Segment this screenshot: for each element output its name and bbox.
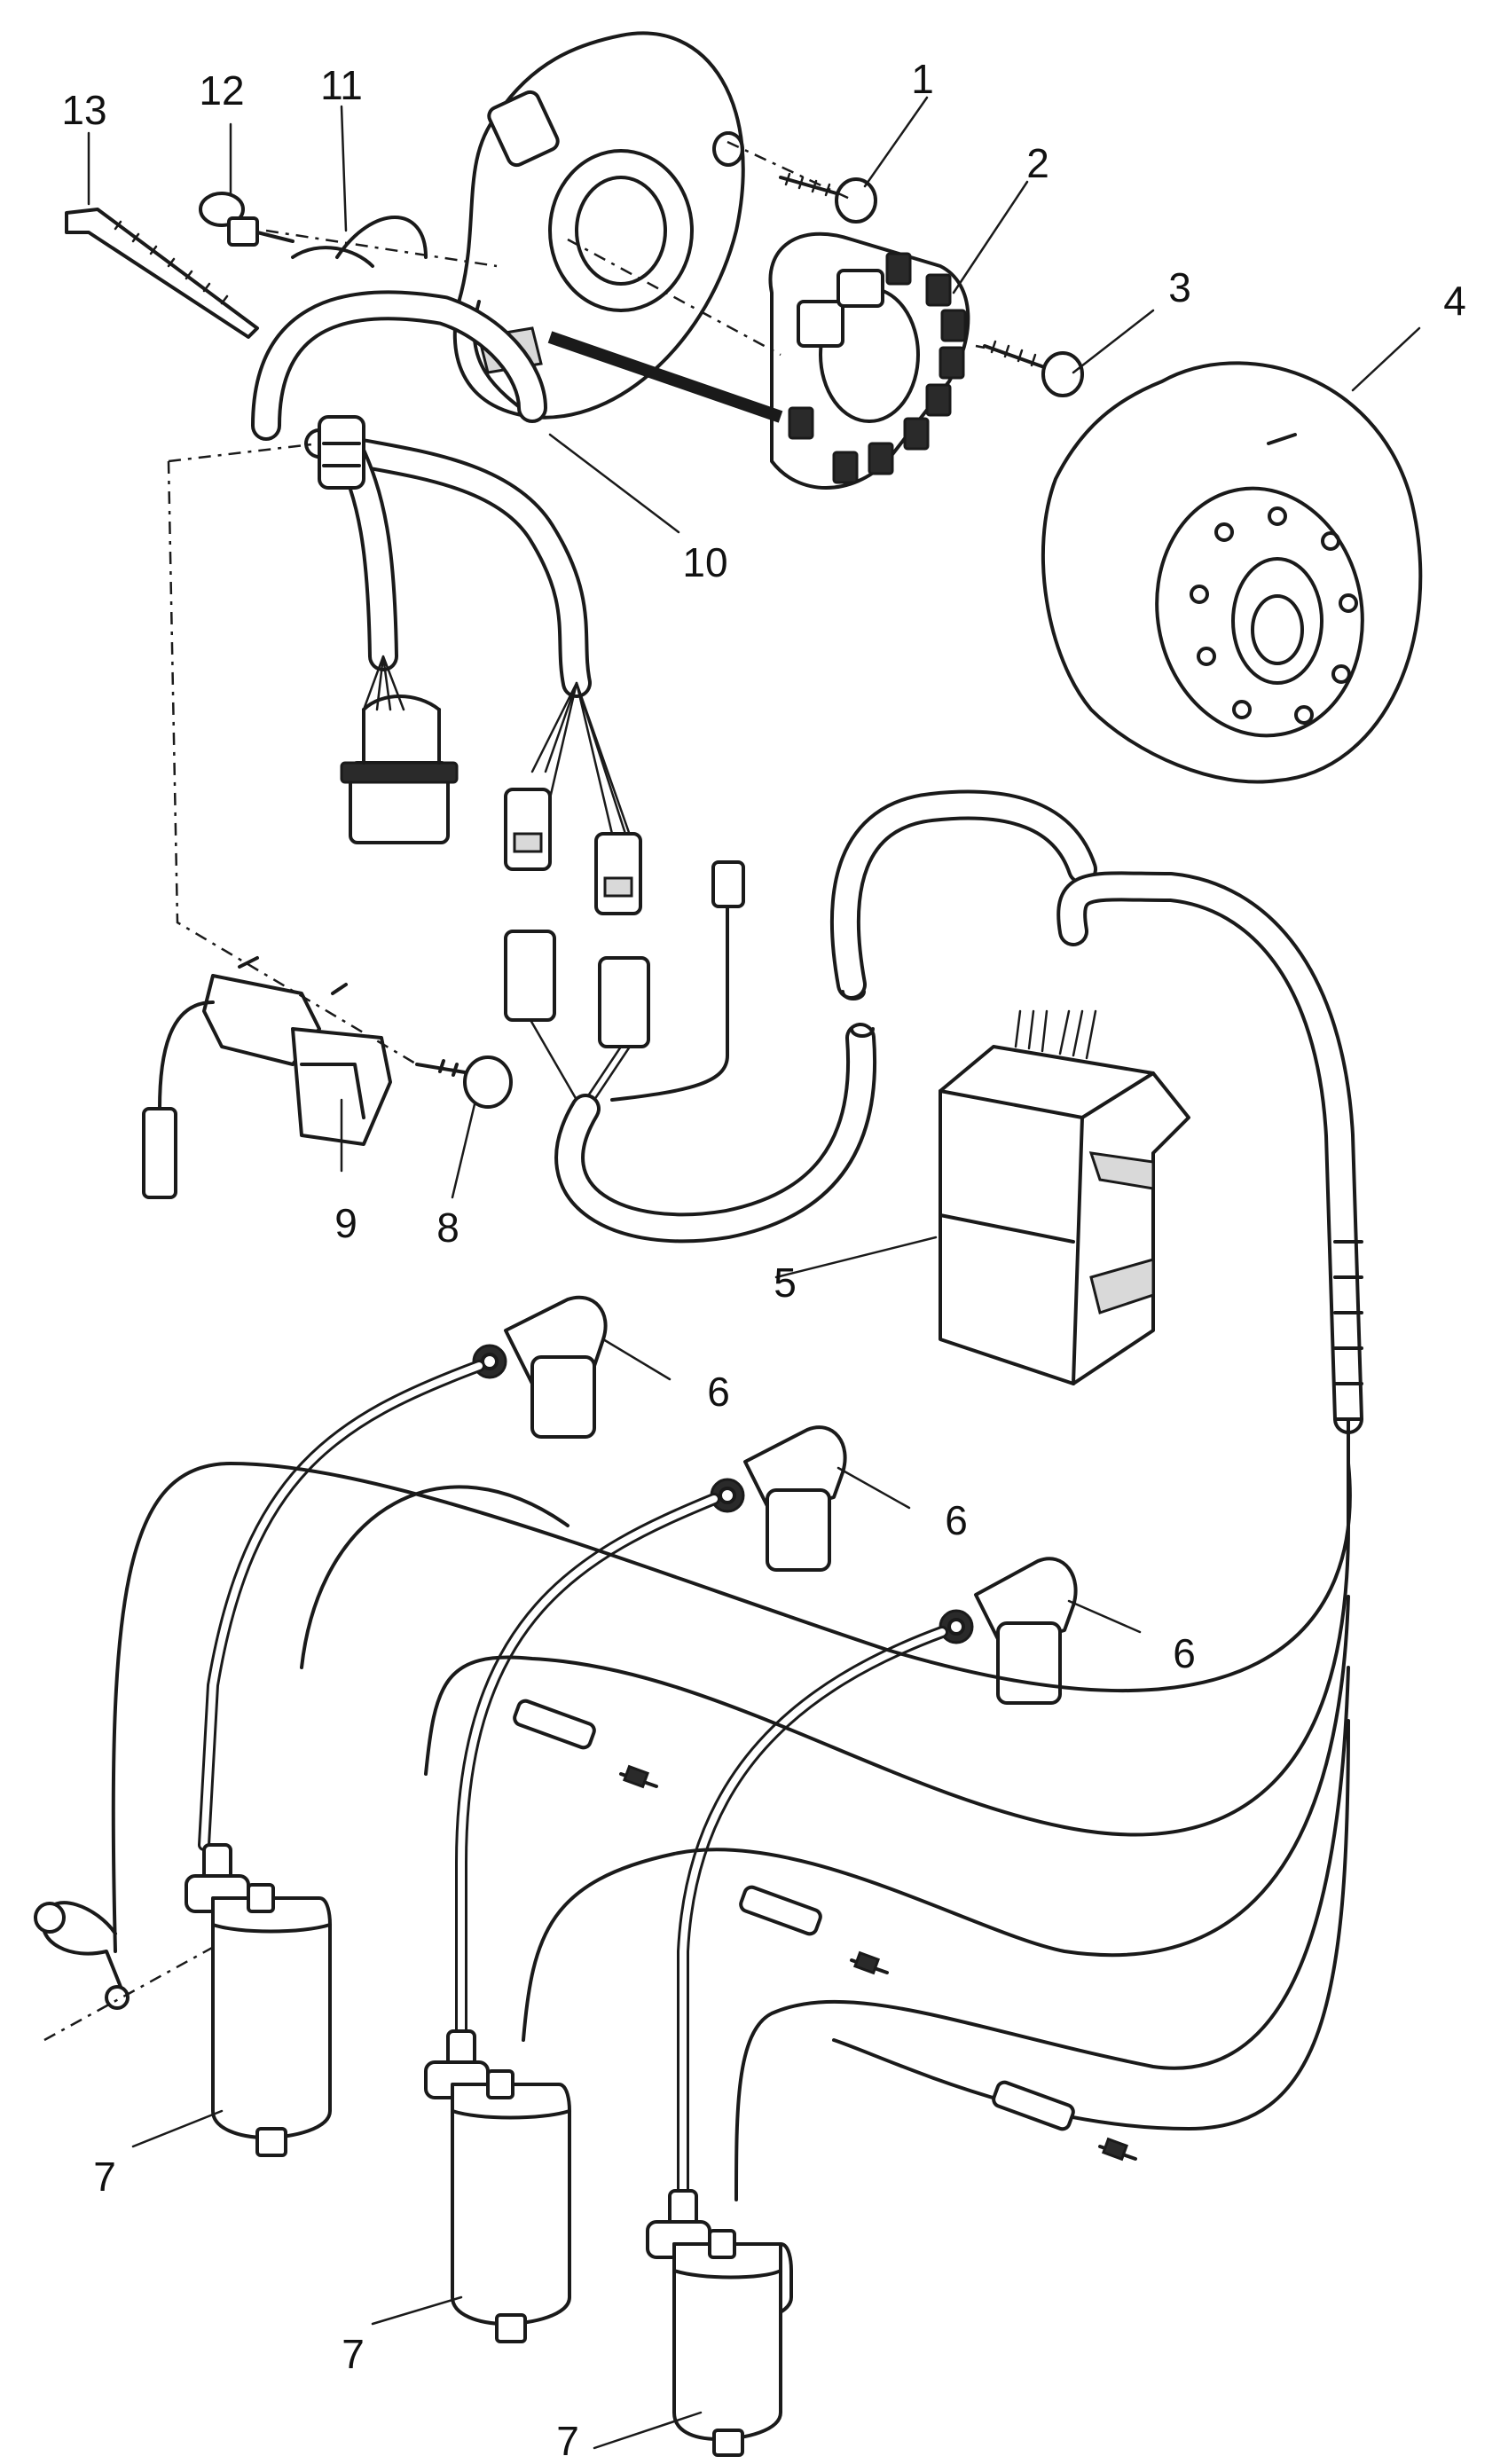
connector-main <box>340 694 459 844</box>
harness-branch-wires <box>362 655 640 862</box>
spark-plug-cap-3 <box>939 1557 1078 1705</box>
callout-10: 10 <box>682 539 727 585</box>
callout-5: 5 <box>774 1259 797 1306</box>
ground-lead <box>34 1901 130 2010</box>
dash-line-ground <box>43 1941 223 2042</box>
main-harness <box>251 290 592 698</box>
ignition-coil-2 <box>424 2029 571 2343</box>
callout-12: 12 <box>199 67 244 114</box>
ignition-coil-3 <box>646 2189 793 2457</box>
callout-9: 9 <box>334 1200 357 1246</box>
inline-connectors <box>513 1699 1137 2162</box>
callout-1: 1 <box>911 56 934 102</box>
callout-3: 3 <box>1168 264 1191 310</box>
spark-plug-cap-2 <box>710 1425 847 1572</box>
cdi-box <box>939 1009 1190 1385</box>
wire-clamp-11 <box>291 216 428 268</box>
flywheel <box>1041 361 1423 784</box>
connector-pair-upper <box>504 788 642 915</box>
callout-labels: 1 2 3 4 5 6 6 6 7 7 7 8 9 10 11 12 13 <box>61 56 1465 2464</box>
callout-7-right: 7 <box>556 2418 579 2464</box>
harness-loop <box>554 789 1363 1434</box>
assembly-dash-lines <box>167 140 986 1066</box>
callout-6-bottom: 6 <box>1173 1630 1196 1676</box>
leader-lines <box>87 96 1421 2450</box>
screw-8 <box>415 1055 513 1109</box>
screw-3 <box>983 340 1084 397</box>
callout-2: 2 <box>1026 140 1049 186</box>
callout-13: 13 <box>61 87 106 133</box>
ignition-leads <box>198 1360 948 2197</box>
screw-1 <box>779 172 877 224</box>
spark-plug-cap-1 <box>472 1295 608 1439</box>
connector-pair-lower <box>504 930 650 1102</box>
screw-12 <box>199 192 295 247</box>
single-terminal <box>610 860 745 1102</box>
callout-7-left: 7 <box>93 2154 116 2200</box>
cable-tie-13 <box>65 208 259 339</box>
callout-11: 11 <box>320 62 363 108</box>
ignition-coil-1 <box>185 1843 332 2157</box>
primary-wires <box>111 1240 1363 2201</box>
callout-6-top: 6 <box>707 1369 730 1415</box>
stator-wire <box>547 331 783 423</box>
callout-4: 4 <box>1443 278 1466 324</box>
callout-6-middle: 6 <box>945 1497 968 1543</box>
exciter-part-9 <box>142 956 392 1199</box>
callout-7-middle: 7 <box>342 2331 365 2377</box>
flywheel-holes <box>1190 506 1358 725</box>
callout-8: 8 <box>436 1205 459 1251</box>
stator-coil <box>768 231 970 490</box>
